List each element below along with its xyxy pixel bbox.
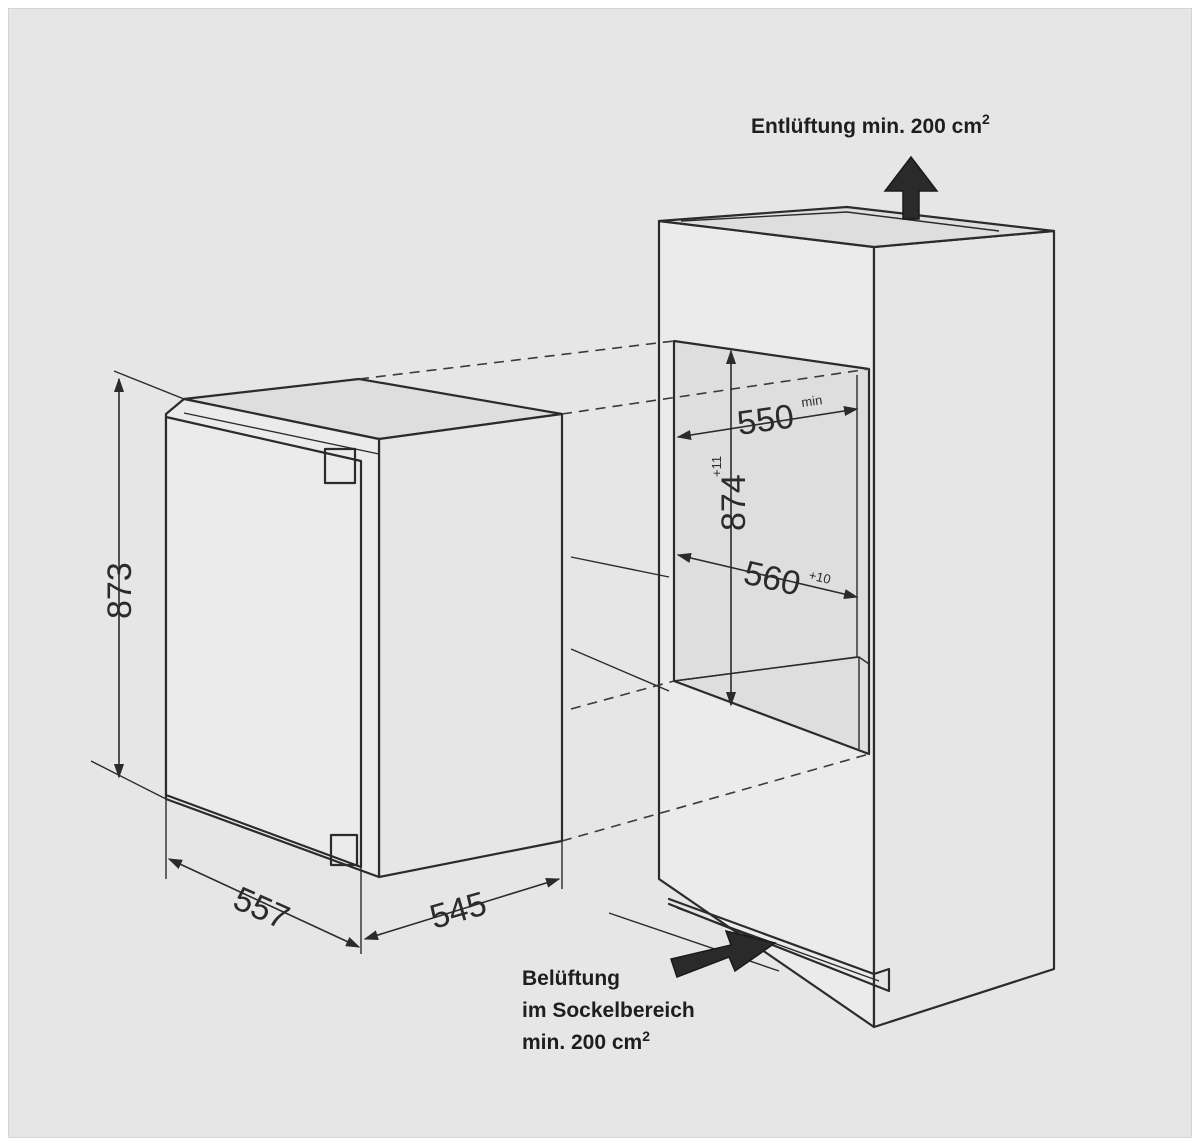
projection-lines — [358, 340, 870, 842]
appliance-side — [377, 412, 564, 879]
dim-874-text: 874 — [715, 474, 753, 531]
dim-550-text: 550 — [735, 397, 796, 443]
diagram-svg: 873 557 545 874 +11 550 min 560 +10 Entl… — [90, 111, 1056, 1054]
dim-560-tolerance: +10 — [807, 567, 832, 587]
dim-545-text: 545 — [426, 885, 491, 937]
appliance — [164, 377, 564, 879]
dim-873-text: 873 — [101, 562, 139, 619]
dim-557-text: 557 — [228, 880, 295, 938]
dim-niche-depth: 550 min — [676, 392, 859, 443]
dim-874-tolerance: +11 — [709, 456, 724, 477]
hinge-top-icon — [323, 447, 357, 485]
appliance-door — [164, 415, 363, 869]
dim-550-tolerance: min — [800, 392, 823, 410]
cabinet — [608, 205, 1056, 1029]
niche-opening — [672, 339, 871, 756]
dim-height-appliance: 873 — [90, 370, 185, 800]
intake-arrow-icon — [670, 929, 777, 978]
cabinet-side — [872, 229, 1056, 1029]
exhaust-label: Entlüftung min. 200 cm2 — [751, 111, 990, 138]
installation-diagram: 873 557 545 874 +11 550 min 560 +10 Entl… — [8, 8, 1192, 1138]
exhaust-arrow-icon — [883, 155, 939, 220]
intake-label: Belüftung im Sockelbereich min. 200 cm2 — [522, 967, 701, 1054]
cabinet-plinth — [667, 897, 891, 993]
